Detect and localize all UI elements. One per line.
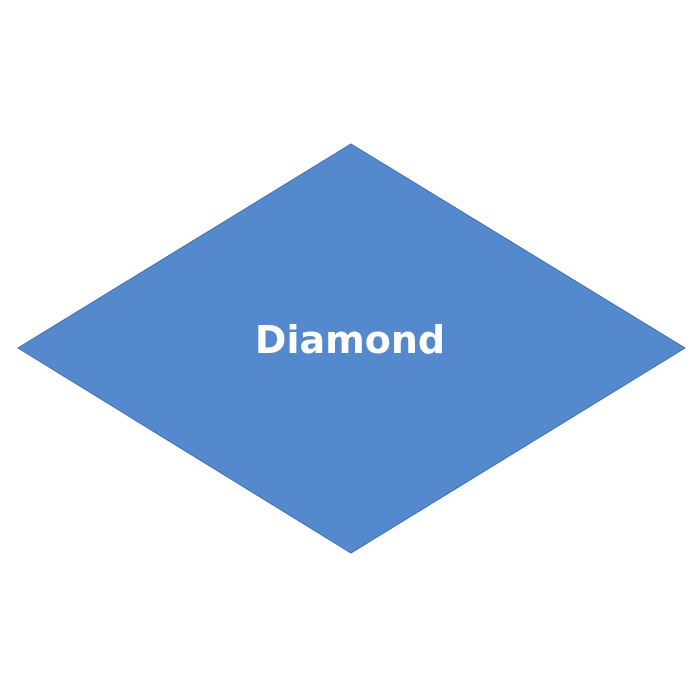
diamond-label: Diamond bbox=[254, 318, 446, 362]
diamond-shape[interactable] bbox=[17, 143, 686, 554]
